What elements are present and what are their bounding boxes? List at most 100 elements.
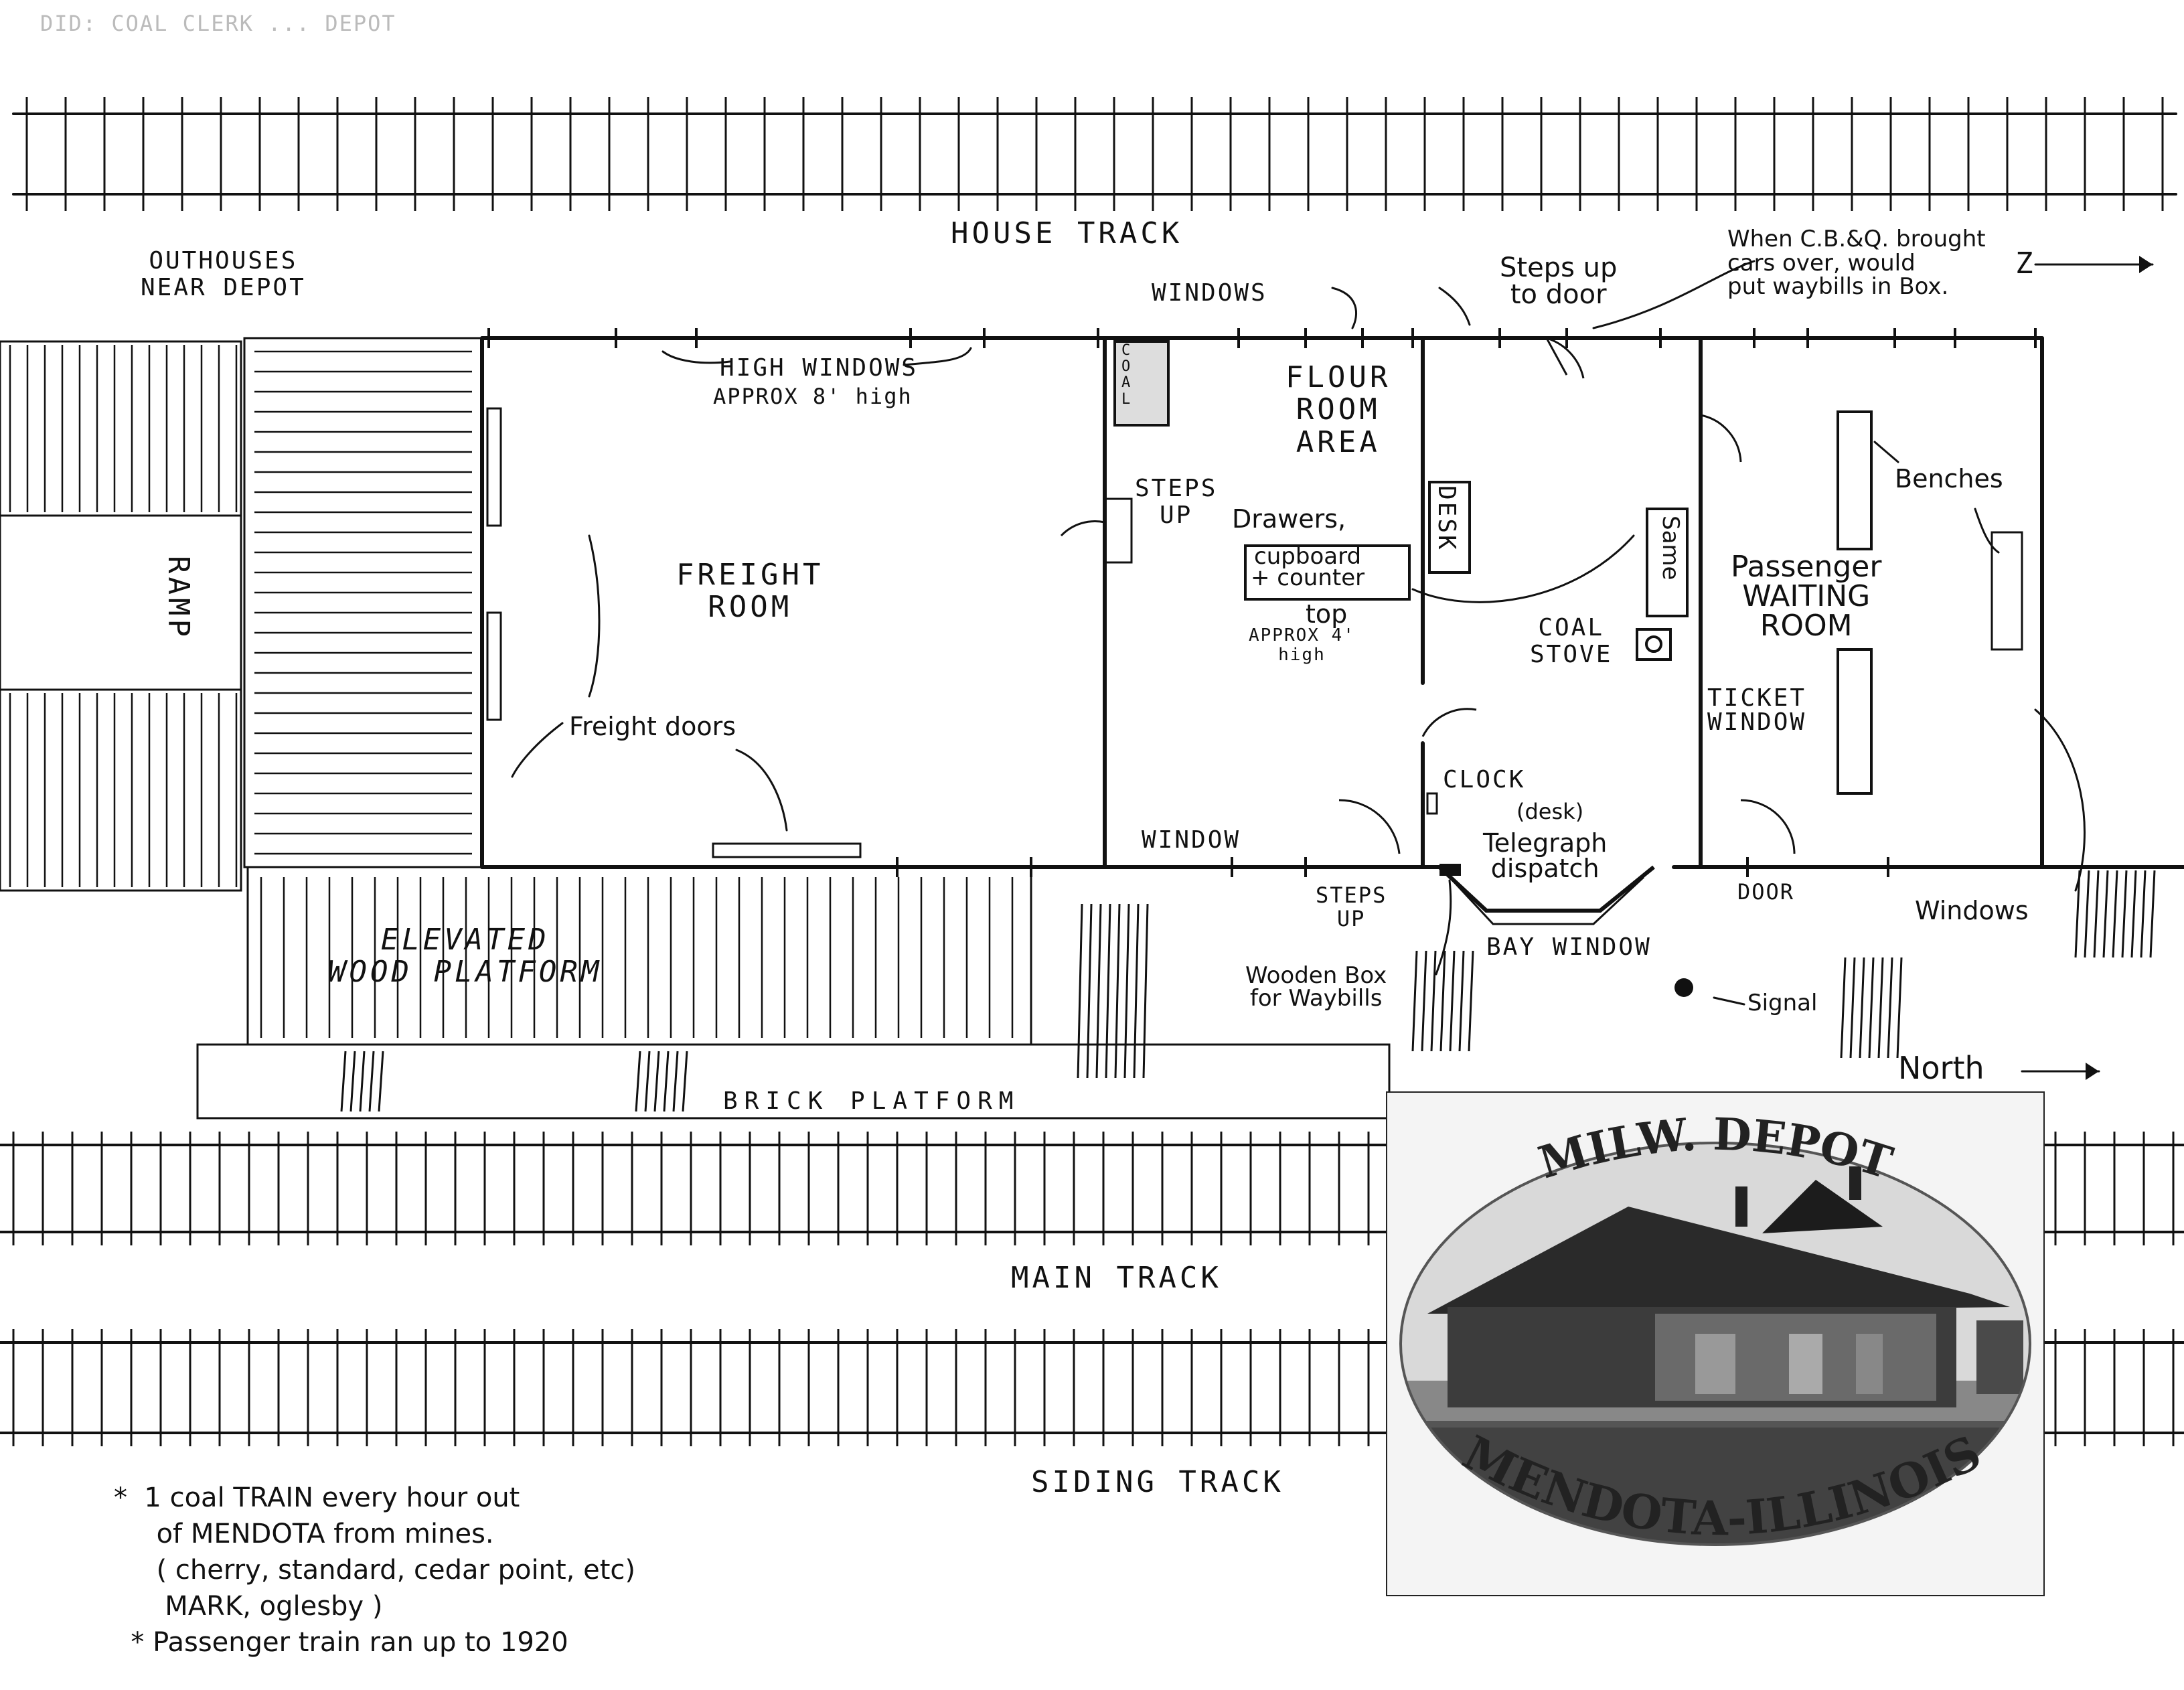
flour-room-label: FLOUR ROOM AREA bbox=[1285, 360, 1391, 459]
coal-bin bbox=[1113, 340, 1170, 427]
cupboard-label: cupboard + counter bbox=[1251, 543, 1365, 592]
passenger-room-label: Passenger WAITING ROOM bbox=[1731, 550, 1882, 643]
desk-box bbox=[1428, 481, 1471, 574]
grass-blade bbox=[1077, 903, 1083, 1079]
grass-blade bbox=[1114, 903, 1121, 1079]
grass-blade bbox=[644, 1051, 651, 1112]
windows-top-label: WINDOWS bbox=[1152, 279, 1267, 307]
clock-label: CLOCK bbox=[1443, 766, 1526, 793]
grass-blade bbox=[2140, 870, 2147, 958]
platform-boards bbox=[260, 877, 1014, 1038]
north-label: North bbox=[1898, 1050, 1984, 1086]
grass-blade bbox=[1095, 903, 1102, 1079]
elevated-platform-label: ELEVATED WOOD PLATFORM bbox=[328, 923, 603, 990]
grass-blade bbox=[349, 1051, 356, 1112]
grass-blade bbox=[2149, 870, 2156, 958]
grass-blade bbox=[1840, 957, 1847, 1059]
steps-up-inner bbox=[1103, 497, 1133, 564]
wooden-box-label: Wooden Box for Waybills bbox=[1245, 962, 1387, 1012]
depot-walls bbox=[480, 336, 2184, 869]
grass-blade bbox=[1877, 957, 1884, 1059]
grass-blade bbox=[1439, 950, 1446, 1052]
window-ticks bbox=[487, 328, 2037, 877]
track-ties bbox=[12, 97, 2175, 1446]
grass-blade bbox=[1142, 903, 1149, 1079]
steps-up-bottom-label: STEPS UP bbox=[1316, 882, 1387, 932]
grass-blade bbox=[2121, 870, 2128, 958]
ramp-boards bbox=[254, 350, 472, 855]
grass-blade bbox=[1123, 903, 1130, 1079]
cbq-note: When C.B.&Q. brought cars over, would pu… bbox=[1727, 226, 1986, 301]
grass-blade bbox=[2084, 870, 2090, 958]
freight-doors-label: Freight doors bbox=[569, 712, 736, 741]
freight-door-marks bbox=[486, 407, 862, 858]
grass-blade bbox=[359, 1051, 366, 1112]
drawers-label: Drawers, bbox=[1232, 504, 1346, 534]
depot-photo-card: MILW. DEPOT MENDOTA-ILLINOIS bbox=[1386, 1091, 2045, 1596]
bay-window bbox=[1437, 865, 1655, 913]
grass-blade bbox=[2102, 870, 2109, 958]
door-label: DOOR bbox=[1737, 879, 1795, 905]
signal-label: Signal bbox=[1747, 990, 1818, 1016]
grass-blade bbox=[672, 1051, 679, 1112]
bay-window-label: BAY WINDOW bbox=[1486, 933, 1652, 961]
grass-blade bbox=[2074, 870, 2081, 958]
bench-2 bbox=[1837, 648, 1873, 795]
windows-bottom-label: Windows bbox=[1915, 896, 2029, 925]
bench-1 bbox=[1837, 410, 1873, 550]
high-windows-label: HIGH WINDOWS bbox=[720, 354, 919, 382]
grass-blade bbox=[1086, 903, 1093, 1079]
door-swings bbox=[1060, 337, 1796, 854]
signal-light bbox=[1674, 978, 1693, 997]
grass-blade bbox=[635, 1051, 641, 1112]
counter-top-label: top bbox=[1306, 599, 1348, 629]
brick-platform-outline bbox=[196, 1043, 1391, 1120]
grass-blade bbox=[378, 1051, 384, 1112]
note-line: ( cherry, standard, cedar point, etc) bbox=[114, 1555, 635, 1586]
brick-platform-label: BRICK PLATFORM bbox=[723, 1087, 1020, 1115]
grass-blade bbox=[2130, 870, 2137, 958]
coal-stove-label: COAL STOVE bbox=[1530, 614, 1613, 668]
grass-blade bbox=[1868, 957, 1875, 1059]
grass-blade bbox=[1133, 903, 1140, 1079]
outhouse-hatching bbox=[9, 345, 238, 887]
grass-blade bbox=[1859, 957, 1865, 1059]
north-marker-top: Z bbox=[2015, 246, 2037, 281]
grass-blade bbox=[1421, 950, 1427, 1052]
coal-stove-box bbox=[1636, 628, 1672, 661]
high-windows-note: APPROX 8' high bbox=[713, 384, 913, 409]
grass-blade bbox=[1411, 950, 1418, 1052]
clock-mark bbox=[1426, 792, 1438, 815]
faded-top-text: DID: COAL CLERK ... DEPOT bbox=[40, 11, 396, 36]
main-track-label: MAIN TRACK bbox=[1011, 1261, 1222, 1295]
grass-blade bbox=[1449, 950, 1456, 1052]
bench-3 bbox=[1991, 531, 2023, 651]
note-line: of MENDOTA from mines. bbox=[114, 1519, 494, 1549]
note-line: * Passenger train ran up to 1920 bbox=[114, 1627, 568, 1658]
grass-blade bbox=[682, 1051, 688, 1112]
grass-blade bbox=[1849, 957, 1856, 1059]
grass-blade bbox=[653, 1051, 660, 1112]
grass-blade bbox=[340, 1051, 347, 1112]
grass-blade bbox=[1896, 957, 1903, 1059]
outhouses-label: OUTHOUSES NEAR DEPOT bbox=[141, 247, 306, 301]
window-bottom-label: WINDOW bbox=[1142, 826, 1241, 854]
telegraph-label: Telegraph dispatch bbox=[1483, 828, 1608, 883]
benches-label: Benches bbox=[1895, 464, 2003, 493]
siding-track-label: SIDING TRACK bbox=[1031, 1465, 1284, 1499]
telegraph-desk-label: (desk) bbox=[1516, 799, 1584, 824]
note-line: * 1 coal TRAIN every hour out bbox=[114, 1482, 520, 1513]
ticket-window-label: TICKET WINDOW bbox=[1707, 684, 1807, 736]
grass-blade bbox=[2093, 870, 2100, 958]
grass-blade bbox=[1468, 950, 1474, 1052]
grass-blade bbox=[1105, 903, 1111, 1079]
grass-blade bbox=[2112, 870, 2118, 958]
counter-height-label: APPROX 4' high bbox=[1249, 625, 1355, 665]
ramp-label: RAMP bbox=[161, 556, 196, 640]
note-line: MARK, oglesby ) bbox=[114, 1591, 383, 1622]
grass-blade bbox=[1887, 957, 1893, 1059]
steps-up-door-label: Steps up to door bbox=[1500, 252, 1618, 310]
grass-blade bbox=[1430, 950, 1437, 1052]
grass-blade bbox=[663, 1051, 670, 1112]
